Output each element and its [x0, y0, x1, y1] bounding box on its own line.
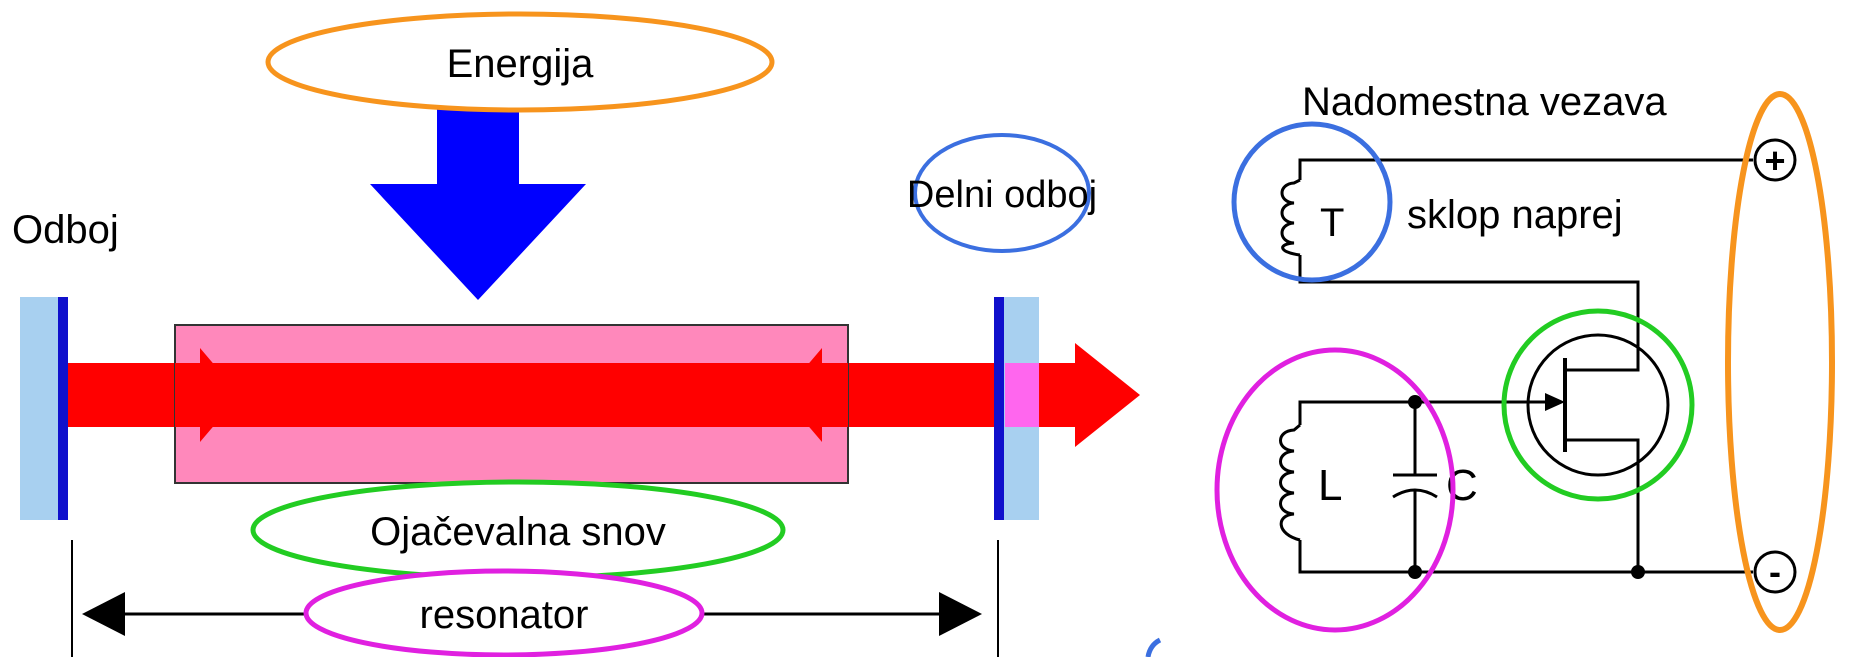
partial-reflector-highlight-ring: [913, 133, 1091, 253]
full-reflector-coating: [58, 297, 68, 520]
inductor-letter: L: [1318, 461, 1342, 510]
feedback-label: sklop naprej: [1407, 193, 1623, 237]
energy-highlight-ring: [265, 11, 775, 113]
circuit-solid-elements: [1408, 138, 1797, 594]
partial-reflector-beam-pass: [1005, 363, 1039, 427]
source-junction: [1631, 565, 1645, 579]
top-wire: [1298, 158, 1753, 180]
minus-terminal: [1753, 550, 1797, 594]
source-wire: [1620, 438, 1640, 572]
stray-blue-arc: [1145, 637, 1162, 657]
plus-terminal: [1753, 138, 1797, 182]
gain-medium-beam: [175, 363, 848, 427]
transformer-coil: [1280, 178, 1301, 257]
energy-label: Energija: [447, 42, 595, 86]
jfet-highlight-ring: [1501, 308, 1695, 502]
pump-energy-arrow: [370, 100, 586, 300]
jfet-body: [1526, 333, 1670, 477]
output-beam-arrowhead: [1075, 343, 1140, 447]
tank-highlight-ring: [1214, 347, 1456, 633]
partial-reflector-label: Delni odboj: [907, 174, 1097, 216]
resonator-right-arrowhead: [939, 592, 982, 636]
resonator-highlight-ring: [303, 568, 705, 657]
transformer-highlight-ring: [1231, 121, 1393, 283]
minus-sign: -: [1769, 551, 1781, 592]
inductor-coil: [1279, 423, 1301, 542]
laser-principle-diagram: Energija Odboj Delni odboj Ojačevalna sn…: [12, 11, 1140, 657]
jfet-gate-arrow: [1545, 393, 1565, 411]
transformer-letter: T: [1320, 201, 1344, 245]
circuit-highlight-rings: [1145, 91, 1835, 657]
tank-bottom-wire: [1298, 540, 1753, 574]
equivalent-circuit-diagram: [1279, 158, 1753, 574]
circuit-title: Nadomestna vezava: [1302, 80, 1667, 124]
tank-junction-bottom: [1408, 565, 1422, 579]
beam-backward-chevron: [782, 348, 822, 442]
plus-sign: +: [1764, 140, 1785, 181]
resonator-left-arrowhead: [82, 592, 125, 636]
tank-top-wire: [1298, 400, 1545, 425]
partial-reflector-coating: [994, 297, 1004, 520]
reflector-label: Odboj: [12, 208, 119, 252]
gain-medium-label: Ojačevalna snov: [370, 510, 666, 554]
resonator-label: resonator: [420, 593, 589, 637]
drain-feed-wire: [1298, 255, 1640, 372]
beam-forward-chevron: [200, 348, 240, 442]
tank-junction-top: [1408, 395, 1422, 409]
supply-terminals-highlight-ring: [1725, 91, 1835, 633]
full-reflector-mirror: [20, 297, 65, 520]
